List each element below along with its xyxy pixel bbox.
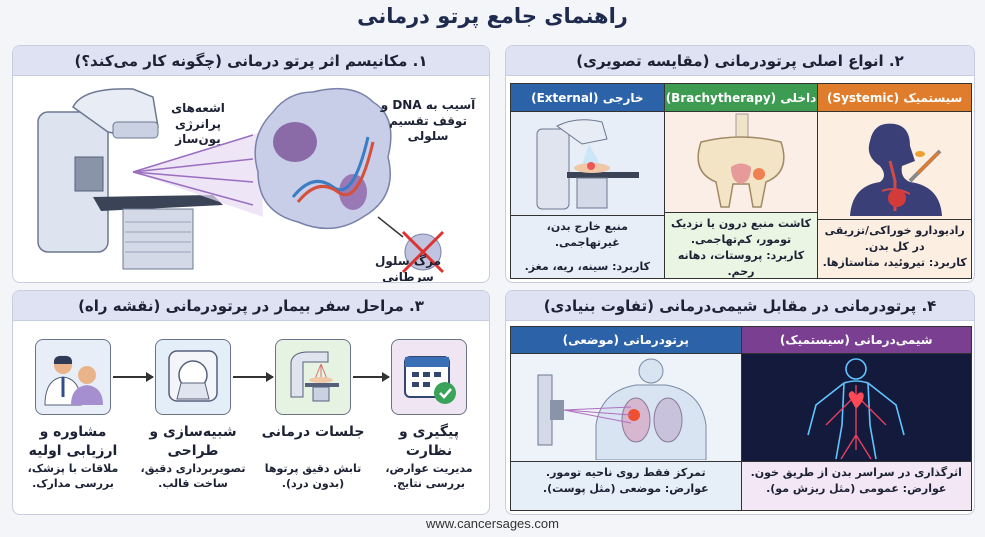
radiation-machine-icon [290, 351, 339, 402]
column-header: شیمی‌درمانی (سیستمیک) [741, 327, 971, 354]
type-usage: کاربرد: تیروئید، متاستازها. [822, 255, 967, 269]
types-comparison-table: سیستمیک (Systemic) رادیودارو خوراکی/تزری… [510, 83, 972, 279]
column-brachytherapy: داخلی (Brachytherapy) کاشت منبع درون یا … [663, 84, 818, 278]
cancer-cell-icon [254, 87, 392, 230]
column-external: خارجی (External) منبع خارج بدن، غیرتهاجم… [510, 84, 664, 278]
type-description: منبع خارج بدن، غیرتهاجمی. [546, 220, 628, 250]
linear-accelerator-icon [510, 112, 664, 217]
comparison-side-effects: عوارض: عمومی (مثل ریزش مو). [766, 481, 947, 495]
section-heading: ۳. مراحل سفر بیمار در پرتودرمانی (نقشه ر… [13, 291, 489, 321]
step-description: ملاقات با پزشک، بررسی مدارک. [27, 462, 119, 491]
step-arrow [113, 372, 154, 382]
step-title: پیگیری و نظارت [399, 424, 459, 459]
column-header: خارجی (External) [510, 84, 664, 112]
radio-vs-chemo-table: شیمی‌درمانی (سیستمیک) اثرگذاری در سراسر … [510, 326, 972, 511]
beam-label: اشعه‌های پرانرژی یون‌ساز [171, 101, 225, 147]
pelvis-implant-icon [664, 112, 818, 213]
step-consultation [35, 339, 111, 415]
radiation-mechanism-illustration [37, 87, 445, 274]
column-header: داخلی (Brachytherapy) [664, 84, 818, 112]
column-radiotherapy: پرتودرمانی (موضعی) تمرکز فقط روی ناحیه ت… [511, 327, 741, 510]
dead-cell-icon [401, 230, 445, 274]
step-title: مشاوره و ارزیابی اولیه [28, 424, 118, 459]
step-followup [391, 339, 467, 415]
section-heading: ۲. انواع اصلی پرتودرمانی (مقایسه تصویری) [506, 46, 974, 76]
radiation-beams [132, 132, 263, 217]
step-title: جلسات درمانی [261, 424, 365, 440]
type-usage: کاربرد: پروستات، دهانه رحم. [677, 248, 805, 278]
section-types: ۲. انواع اصلی پرتودرمانی (مقایسه تصویری)… [505, 45, 975, 283]
step-description: مدیریت عوارض، بررسی نتایج. [385, 462, 473, 491]
circulatory-body-icon [741, 354, 971, 462]
column-systemic: سیستمیک (Systemic) رادیودارو خوراکی/تزری… [817, 84, 971, 278]
cell-death-label: مرگ سلول سرطانی [375, 254, 441, 283]
linac-machine-icon [37, 88, 223, 270]
section-patient-journey: ۳. مراحل سفر بیمار در پرتودرمانی (نقشه ر… [12, 290, 490, 515]
website-link[interactable]: www.cancersages.com [426, 516, 559, 531]
section-radio-vs-chemo: ۴. پرتودرمانی در مقابل شیمی‌درمانی (تفاو… [505, 290, 975, 515]
step-simulation [155, 339, 231, 415]
comparison-description: تمرکز فقط روی ناحیه تومور. [545, 466, 706, 479]
page-title: راهنمای جامع پرتو درمانی [357, 4, 628, 28]
localized-radiation-icon [511, 354, 741, 462]
comparison-description: اثرگذاری در سراسر بدن از طریق خون. [750, 466, 962, 479]
section-mechanism: ۱. مکانیسم اثر پرتو درمانی (چگونه کار می… [12, 45, 490, 283]
type-description: کاشت منبع درون یا نزدیک تومور، کم‌تهاجمی… [670, 217, 812, 246]
section-heading: ۴. پرتودرمانی در مقابل شیمی‌درمانی (تفاو… [506, 291, 974, 321]
ct-scanner-icon [168, 350, 218, 402]
step-arrow [353, 372, 390, 382]
step-description: تصویربرداری دقیق، ساخت قالب. [140, 462, 246, 491]
comparison-side-effects: عوارض: موضعی (مثل پوست). [542, 481, 709, 495]
type-usage: کاربرد: سینه، ریه، مغز. [524, 260, 650, 274]
column-header: پرتودرمانی (موضعی) [511, 327, 741, 354]
step-treatment [275, 339, 351, 415]
step-title: شبیه‌سازی و طراحی [149, 424, 237, 459]
body-pill-syringe-icon [818, 112, 971, 220]
step-description: تابش دقیق پرتوها (بدون درد). [264, 462, 362, 491]
type-description: رادیودارو خوراکی/تزریقی در کل بدن. [824, 224, 965, 253]
column-header: سیستمیک (Systemic) [818, 84, 971, 112]
dna-damage-label: آسیب به DNA و توقف تقسیم سلولی [380, 98, 476, 144]
doctor-patient-icon [44, 355, 103, 406]
calendar-check-icon [404, 356, 456, 404]
column-chemotherapy: شیمی‌درمانی (سیستمیک) اثرگذاری در سراسر … [740, 327, 971, 510]
section-heading: ۱. مکانیسم اثر پرتو درمانی (چگونه کار می… [13, 46, 489, 76]
step-arrow [233, 372, 274, 382]
